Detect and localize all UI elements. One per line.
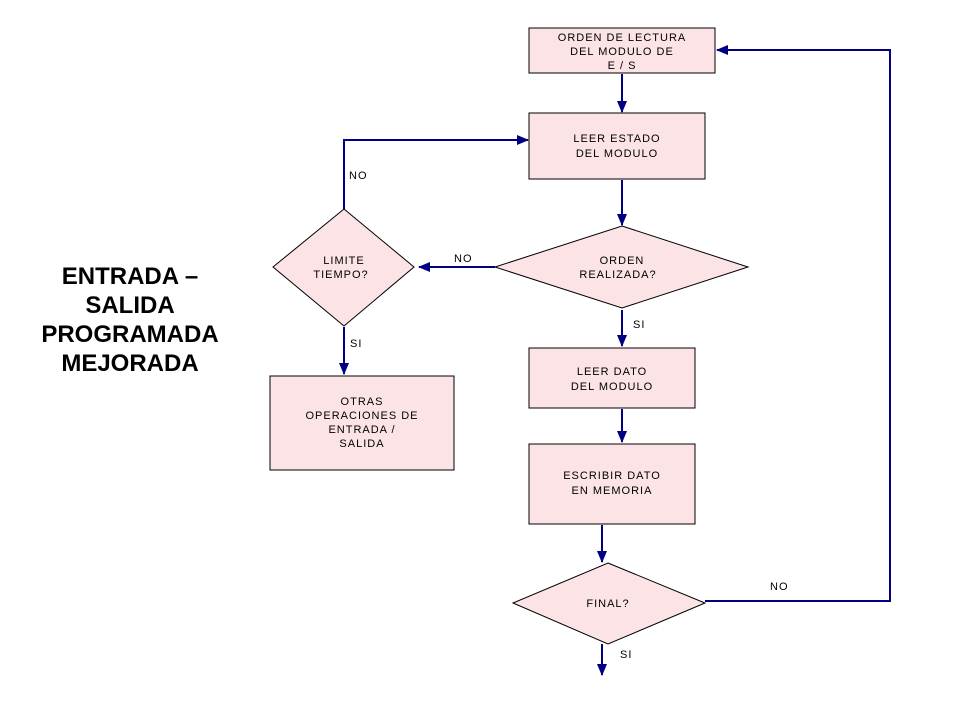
diagram-title: ENTRADA – SALIDA PROGRAMADA MEJORADA (20, 262, 240, 378)
title-line-1: ENTRADA – (61, 263, 199, 290)
node-limite-line-2: TIEMPO? (313, 269, 368, 281)
node-final-line-1: FINAL? (586, 598, 629, 610)
node-orden-lectura: ORDEN DE LECTURA DEL MODULO DE E / S (528, 27, 716, 74)
label-final-no: NO (770, 581, 789, 593)
label-limite-no: NO (349, 170, 368, 182)
node-orden-realizada: ORDEN REALIZADA? (493, 225, 750, 309)
node-otras-operaciones: OTRAS OPERACIONES DE ENTRADA / SALIDA (269, 375, 455, 471)
edge-final-no-to-orden-lectura (705, 45, 891, 602)
node-leer-estado-line-1: LEER ESTADO (573, 133, 660, 145)
node-escribir-line-1: ESCRIBIR DATO (563, 470, 661, 482)
label-final-si: SI (620, 649, 632, 661)
node-otras-line-1: OTRAS (341, 396, 384, 408)
node-final: FINAL? (511, 562, 707, 645)
title-line-4: MEJORADA (61, 350, 199, 377)
label-orden-si: SI (633, 319, 645, 331)
node-orden-lectura-line-2: DEL MODULO DE (570, 46, 674, 58)
label-orden-no: NO (454, 253, 473, 265)
title-line-3: PROGRAMADA (41, 321, 219, 348)
node-orden-lectura-line-3: E / S (608, 60, 637, 72)
node-limite-tiempo: LIMITE TIEMPO? (272, 208, 415, 327)
node-orden-lectura-line-1: ORDEN DE LECTURA (558, 32, 686, 44)
node-otras-line-4: SALIDA (339, 438, 384, 450)
node-limite-line-1: LIMITE (323, 255, 364, 267)
connectors (339, 45, 891, 676)
node-leer-estado: LEER ESTADO DEL MODULO (528, 112, 706, 180)
node-escribir-line-2: EN MEMORIA (572, 485, 653, 497)
node-orden-realizada-line-2: REALIZADA? (579, 269, 656, 281)
node-leer-dato-line-2: DEL MODULO (571, 381, 653, 393)
node-otras-line-3: ENTRADA / (328, 424, 395, 436)
node-otras-line-2: OPERACIONES DE (305, 410, 418, 422)
node-leer-dato: LEER DATO DEL MODULO (528, 347, 696, 409)
title-line-2: SALIDA (85, 292, 175, 319)
edge-limite-no-to-leer-estado (343, 135, 529, 209)
node-leer-dato-line-1: LEER DATO (577, 366, 647, 378)
node-escribir-dato: ESCRIBIR DATO EN MEMORIA (528, 443, 696, 525)
node-leer-estado-line-2: DEL MODULO (576, 148, 658, 160)
node-orden-realizada-line-1: ORDEN (600, 255, 645, 267)
label-limite-si: SI (350, 338, 362, 350)
